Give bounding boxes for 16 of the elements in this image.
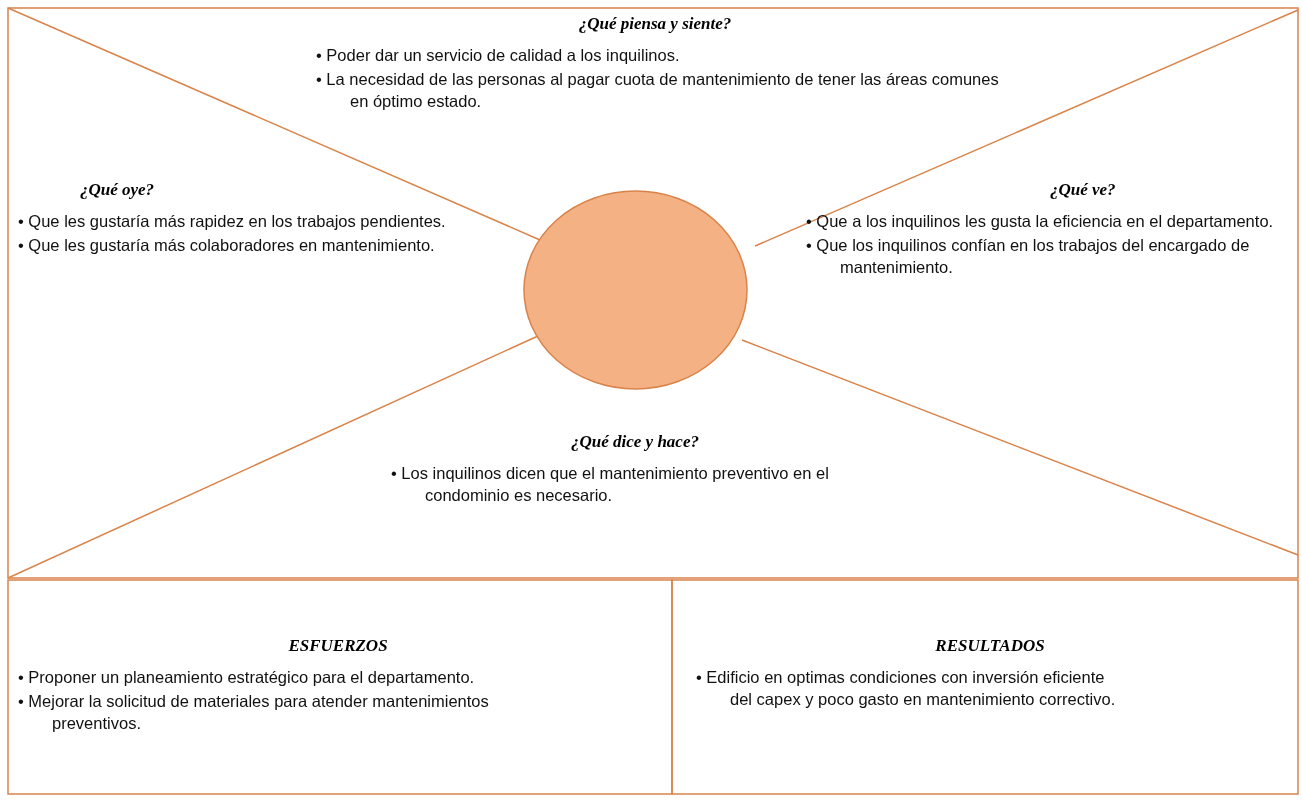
section-heading: RESULTADOS: [935, 636, 1045, 656]
bullet-text: • La necesidad de las personas al pagar cuota de mantenimiento de tener las áreas comunes en óptimo estado.: [315, 69, 1000, 112]
bullet-text: • Proponer un planeamiento estratégico para el departamento.: [17, 667, 476, 688]
section-heading: ESFUERZOS: [288, 636, 388, 656]
section-heading: ¿Qué oye?: [80, 180, 155, 200]
bullet-text: • Que les gustaría más rapidez en los trabajos pendientes.: [17, 211, 447, 232]
bullet-text: • Que les gustaría más colaboradores en mantenimiento.: [17, 235, 436, 256]
bullet-text: • Mejorar la solicitud de materiales para atender mantenimientos preventivos.: [17, 691, 490, 734]
bullet-text: • Los inquilinos dicen que el mantenimiento preventivo en el condominio es necesario.: [390, 463, 830, 506]
bullet-text: • Que los inquilinos confían en los trabajos del encargado de mantenimiento.: [805, 235, 1251, 278]
section-heading: ¿Qué ve?: [1050, 180, 1116, 200]
bullet-text: • Que a los inquilinos les gusta la eficiencia en el departamento.: [805, 211, 1275, 232]
bullet-text: • Edificio en optimas condiciones con inversión eficiente del capex y poco gasto en mantenimiento correctivo.: [695, 667, 1117, 710]
section-heading: ¿Qué piensa y siente?: [578, 14, 732, 34]
bullet-text: • Poder dar un servicio de calidad a los inquilinos.: [315, 45, 681, 66]
section-heading: ¿Qué dice y hace?: [571, 432, 699, 452]
